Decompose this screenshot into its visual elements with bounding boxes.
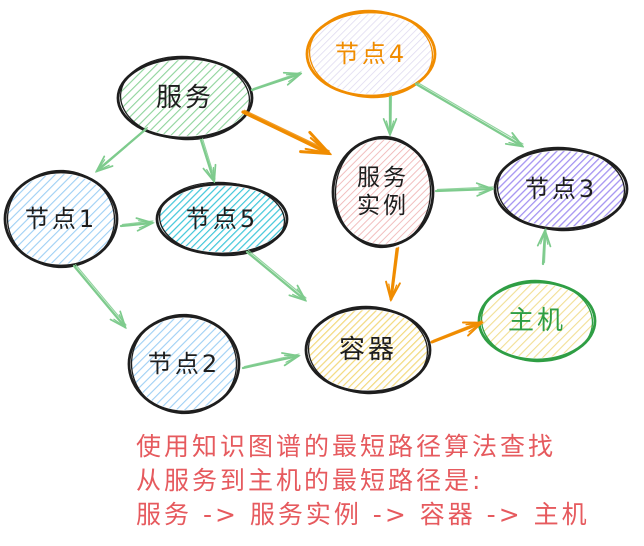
- node-container: 容器: [304, 305, 432, 395]
- node-service: 服务: [116, 55, 254, 141]
- edge-service-to-node1: [97, 126, 149, 172]
- node-label-node5: 节点5: [186, 205, 258, 233]
- node-node3: 节点3: [493, 146, 629, 232]
- node-label-service: 服务: [156, 83, 214, 113]
- node-label-node3: 节点3: [525, 175, 597, 203]
- edge-service-to-service_instance: [241, 109, 329, 154]
- edge-service_instance-to-container: [391, 246, 399, 300]
- edge-service-to-node4: [250, 71, 301, 92]
- node-service_instance: 服务实例: [331, 135, 435, 249]
- edge-node1-to-node5: [119, 221, 153, 226]
- edge-node4-to-service_instance: [390, 94, 392, 135]
- edge-service-to-node5: [199, 137, 215, 182]
- caption-line-2: 从服务到主机的最短路径是:: [136, 466, 484, 495]
- node-label-container: 容器: [339, 335, 397, 365]
- edge-node1-to-node2: [72, 263, 126, 328]
- caption-line-1: 使用知识图谱的最短路径算法查找: [136, 432, 557, 461]
- node-label-service_instance: 实例: [357, 193, 409, 219]
- edge-service_instance-to-node3: [434, 187, 493, 191]
- node-node4: 节点4: [305, 9, 437, 99]
- node-label-host: 主机: [508, 306, 566, 336]
- edge-node4-to-node3: [414, 81, 523, 147]
- caption: 使用知识图谱的最短路径算法查找 从服务到主机的最短路径是: 服务 -> 服务实例…: [136, 430, 590, 532]
- node-node1: 节点1: [3, 169, 119, 269]
- caption-line-3: 服务 -> 服务实例 -> 容器 -> 主机: [136, 500, 590, 529]
- edge-container-to-host: [430, 320, 482, 344]
- node-node2: 节点2: [127, 313, 241, 415]
- node-host: 主机: [477, 279, 597, 363]
- node-label-node4: 节点4: [335, 40, 407, 68]
- edge-node2-to-container: [241, 354, 299, 370]
- node-label-node2: 节点2: [148, 350, 220, 378]
- edge-host-to-node3: [543, 229, 546, 266]
- node-label-node1: 节点1: [25, 205, 97, 233]
- edge-node5-to-container: [245, 249, 306, 301]
- node-label-service_instance: 服务: [357, 165, 409, 191]
- node-node5: 节点5: [155, 181, 289, 257]
